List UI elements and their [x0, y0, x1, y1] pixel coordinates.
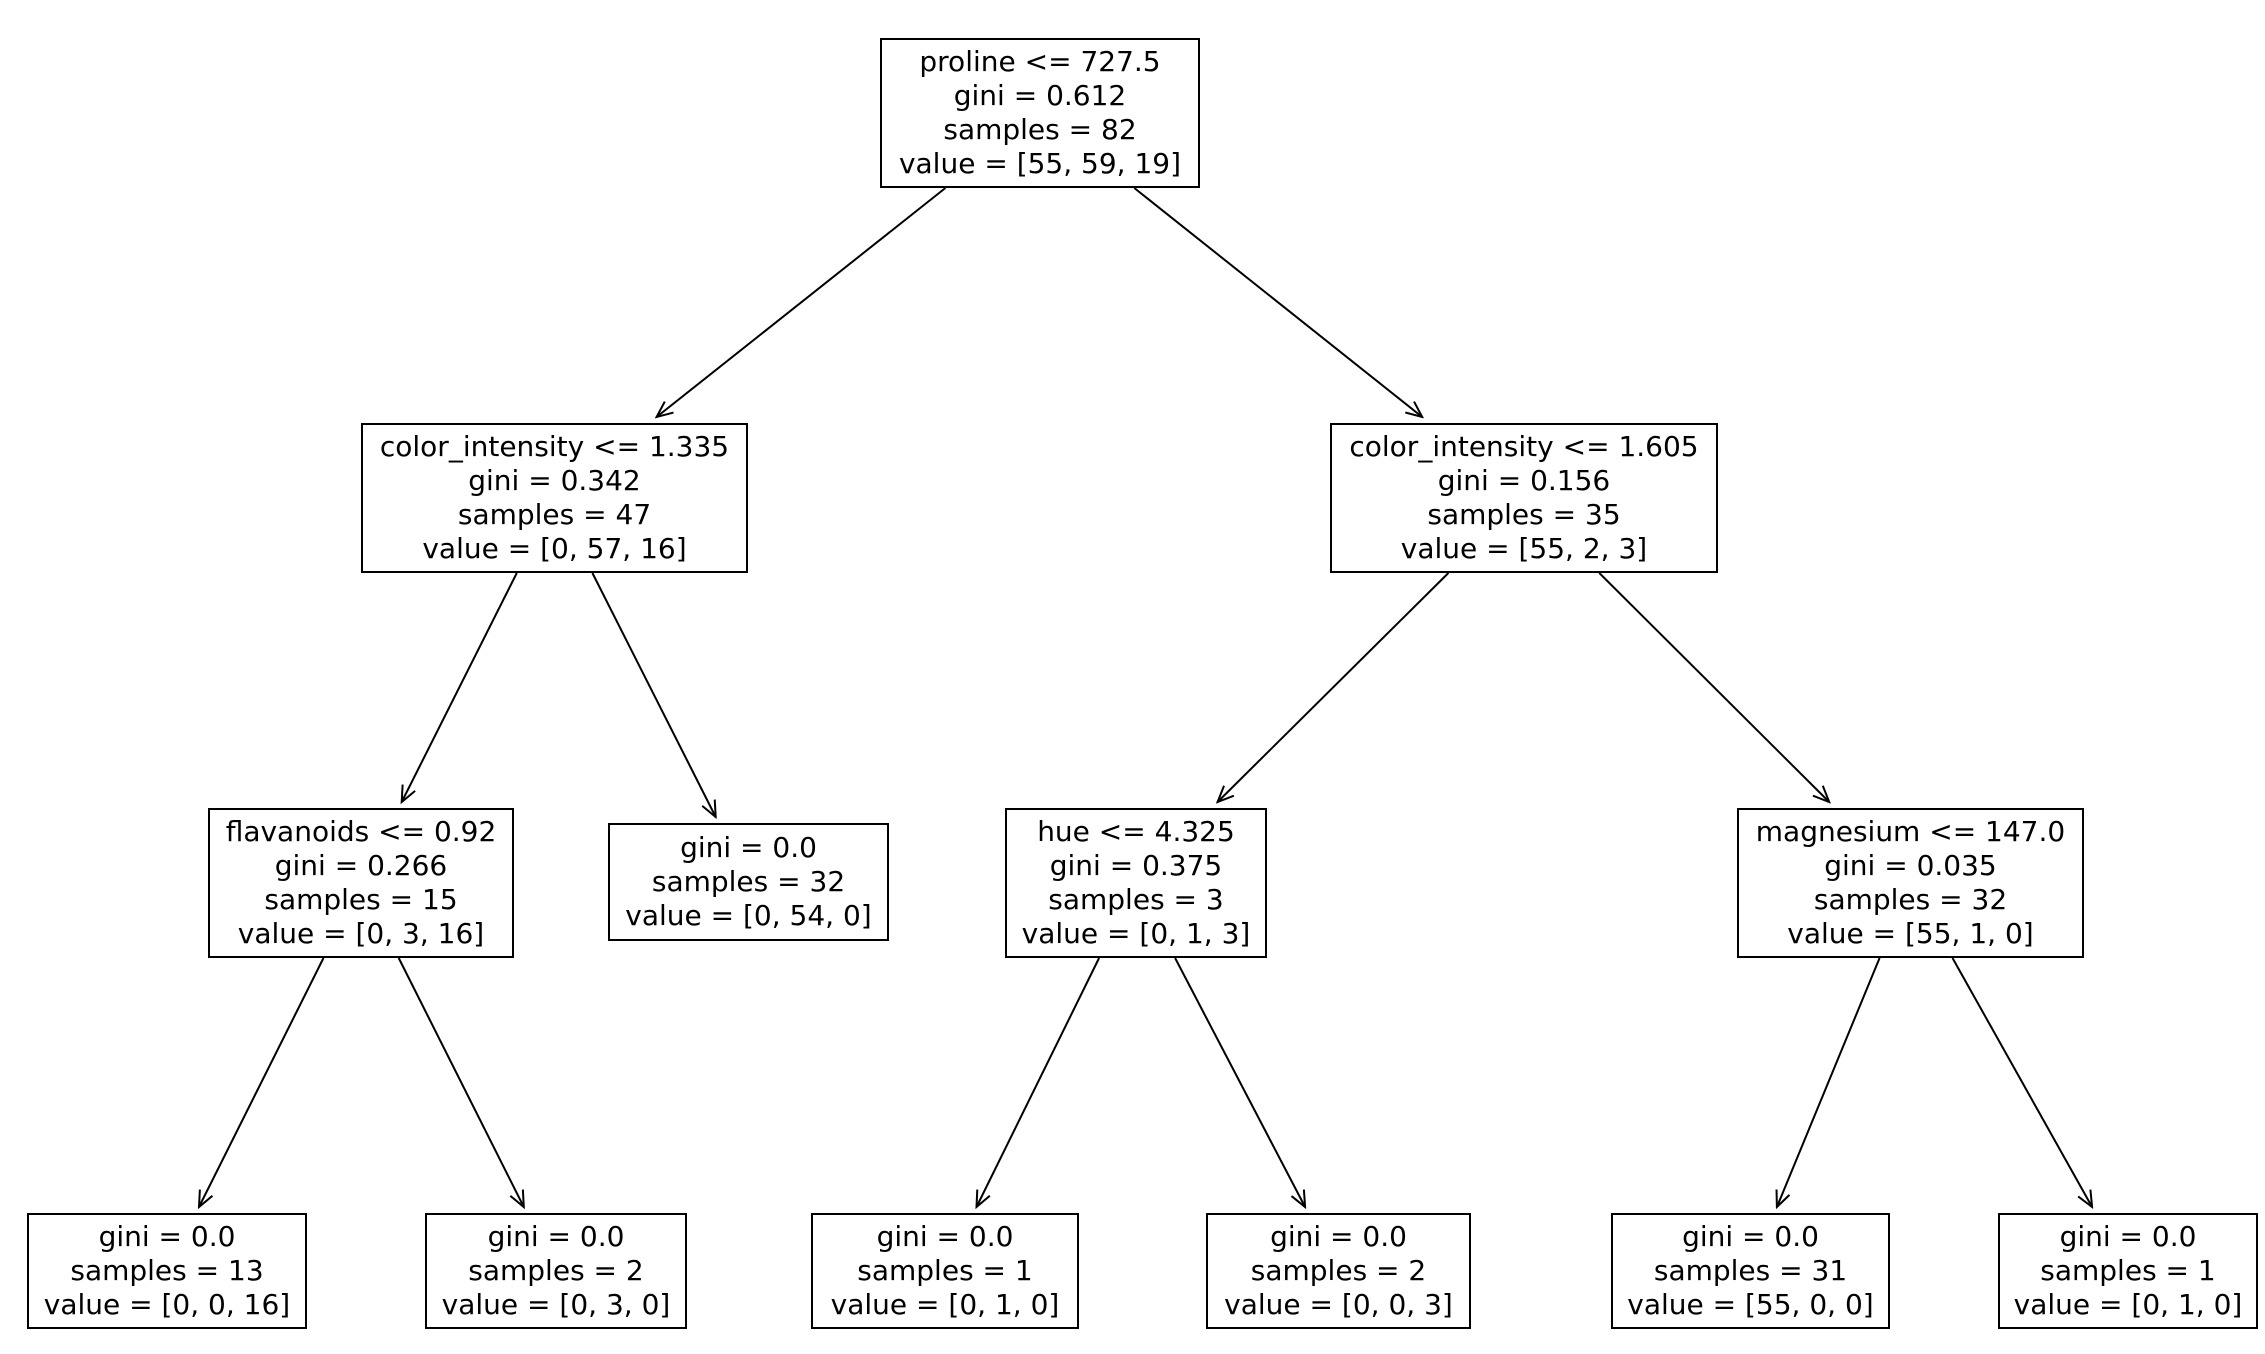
node-gini: gini = 0.0 — [487, 1220, 625, 1253]
tree-edge-root-r — [1133, 187, 1422, 417]
node-split-condition: proline <= 727.5 — [919, 45, 1161, 78]
node-samples: samples = 1 — [857, 1254, 1033, 1287]
node-samples: samples = 2 — [468, 1254, 644, 1287]
tree-edge-l-lr — [591, 572, 715, 817]
node-split-condition: color_intensity <= 1.335 — [379, 430, 730, 463]
node-value: value = [0, 1, 0] — [2013, 1288, 2243, 1321]
node-split-condition: hue <= 4.325 — [1037, 815, 1235, 848]
tree-node-right-right: magnesium <= 147.0 gini = 0.035 samples … — [1737, 808, 2084, 958]
node-value: value = [55, 2, 3] — [1400, 532, 1648, 565]
node-value: value = [0, 3, 0] — [441, 1288, 671, 1321]
node-samples: samples = 2 — [1250, 1254, 1427, 1287]
node-value: value = [55, 1, 0] — [1787, 917, 2034, 950]
tree-leaf-5: gini = 0.0 samples = 31 value = [55, 0, … — [1611, 1213, 1890, 1329]
tree-edge-rr-rrl — [1777, 957, 1881, 1207]
node-gini: gini = 0.0 — [876, 1220, 1014, 1253]
tree-leaf-left-right: gini = 0.0 samples = 32 value = [0, 54, … — [608, 823, 889, 941]
node-gini: gini = 0.0 — [98, 1220, 236, 1253]
tree-edge-rl-rll — [977, 957, 1100, 1207]
tree-node-root: proline <= 727.5 gini = 0.612 samples = … — [880, 38, 1200, 188]
node-gini: gini = 0.375 — [1049, 849, 1223, 882]
node-samples: samples = 13 — [70, 1254, 264, 1287]
tree-leaf-1: gini = 0.0 samples = 13 value = [0, 0, 1… — [27, 1213, 307, 1329]
node-samples: samples = 3 — [1048, 883, 1224, 916]
tree-edge-rr-rrr — [1951, 957, 2093, 1207]
node-samples: samples = 31 — [1653, 1254, 1848, 1287]
node-value: value = [55, 59, 19] — [898, 147, 1182, 180]
node-gini: gini = 0.156 — [1437, 464, 1611, 497]
node-split-condition: flavanoids <= 0.92 — [225, 815, 497, 848]
node-samples: samples = 35 — [1427, 498, 1621, 531]
node-value: value = [0, 3, 16] — [237, 917, 485, 950]
node-samples: samples = 32 — [651, 865, 846, 898]
node-split-condition: color_intensity <= 1.605 — [1349, 430, 1699, 463]
node-gini: gini = 0.612 — [953, 79, 1127, 112]
node-samples: samples = 15 — [264, 883, 458, 916]
node-samples: samples = 47 — [457, 498, 652, 531]
node-gini: gini = 0.0 — [1682, 1220, 1819, 1253]
tree-edge-rl-rlr — [1174, 957, 1305, 1207]
node-gini: gini = 0.0 — [2059, 1220, 2197, 1253]
node-samples: samples = 1 — [2040, 1254, 2216, 1287]
tree-node-right-left: hue <= 4.325 gini = 0.375 samples = 3 va… — [1005, 808, 1267, 958]
node-gini: gini = 0.0 — [680, 831, 817, 864]
tree-edge-ll-llr — [397, 957, 524, 1207]
node-value: value = [55, 0, 0] — [1627, 1288, 1874, 1321]
tree-leaf-3: gini = 0.0 samples = 1 value = [0, 1, 0] — [811, 1213, 1079, 1329]
node-gini: gini = 0.0 — [1270, 1220, 1407, 1253]
tree-node-left-left: flavanoids <= 0.92 gini = 0.266 samples … — [208, 808, 514, 958]
node-value: value = [0, 57, 16] — [422, 532, 687, 565]
tree-edge-r-rr — [1598, 572, 1829, 802]
node-value: value = [0, 0, 3] — [1224, 1288, 1453, 1321]
tree-leaf-2: gini = 0.0 samples = 2 value = [0, 3, 0] — [425, 1213, 687, 1329]
tree-edge-root-l — [657, 187, 947, 417]
node-value: value = [0, 54, 0] — [625, 899, 872, 932]
tree-edge-l-ll — [402, 572, 518, 802]
tree-leaf-4: gini = 0.0 samples = 2 value = [0, 0, 3] — [1206, 1213, 1471, 1329]
tree-edge-ll-lll — [199, 957, 325, 1207]
node-value: value = [0, 0, 16] — [43, 1288, 291, 1321]
tree-leaf-6: gini = 0.0 samples = 1 value = [0, 1, 0] — [1998, 1213, 2258, 1329]
node-split-condition: magnesium <= 147.0 — [1755, 815, 2066, 848]
node-samples: samples = 32 — [1813, 883, 2008, 916]
node-value: value = [0, 1, 3] — [1021, 917, 1251, 950]
tree-edge-r-rl — [1218, 572, 1450, 802]
node-gini: gini = 0.266 — [274, 849, 448, 882]
tree-node-left: color_intensity <= 1.335 gini = 0.342 sa… — [361, 423, 748, 573]
node-samples: samples = 82 — [943, 113, 1137, 146]
tree-node-right: color_intensity <= 1.605 gini = 0.156 sa… — [1330, 423, 1718, 573]
node-value: value = [0, 1, 0] — [830, 1288, 1060, 1321]
node-gini: gini = 0.342 — [468, 464, 641, 497]
node-gini: gini = 0.035 — [1824, 849, 1997, 882]
